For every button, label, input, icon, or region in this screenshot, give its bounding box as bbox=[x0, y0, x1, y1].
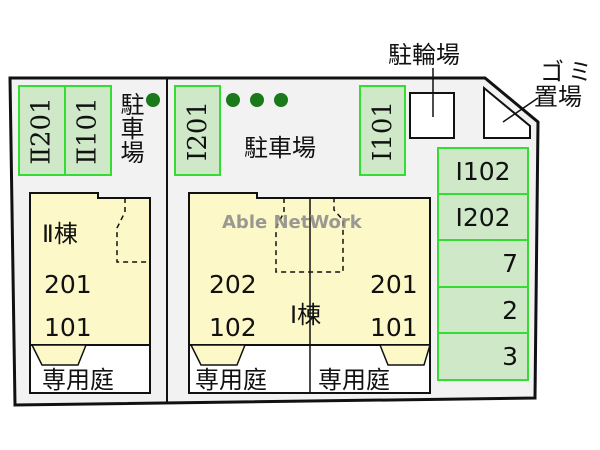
parking-label: Ⅱ101 bbox=[73, 96, 103, 165]
unit-number: 201 bbox=[44, 270, 92, 299]
garden-label: 専用庭 bbox=[318, 366, 390, 394]
parking-label: 2 bbox=[502, 295, 518, 325]
garden-label: 専用庭 bbox=[42, 366, 114, 394]
right-parking-column bbox=[437, 147, 529, 381]
building-1-label: Ⅰ棟 bbox=[290, 301, 322, 329]
parking-label: Ⅰ102 bbox=[455, 156, 511, 186]
unit-number: 101 bbox=[370, 313, 418, 342]
parking-space bbox=[18, 85, 66, 176]
garden-label: 専用庭 bbox=[195, 366, 267, 394]
unit-number: 101 bbox=[44, 313, 92, 342]
parking-label: 3 bbox=[502, 341, 518, 371]
watermark: Able NetWork bbox=[222, 212, 362, 233]
parking-label: Ⅱ201 bbox=[27, 96, 57, 165]
unit-number: 201 bbox=[370, 270, 418, 299]
parking-label: Ⅰ202 bbox=[455, 202, 511, 232]
tree-icon bbox=[226, 93, 240, 107]
tree-icon bbox=[274, 93, 288, 107]
bicycle-parking-area bbox=[409, 92, 455, 139]
tree-icon bbox=[250, 93, 264, 107]
garbage-label-2: 置場 bbox=[534, 83, 582, 111]
building-2-label: Ⅱ棟 bbox=[42, 220, 78, 248]
unit-number: 102 bbox=[209, 313, 257, 342]
parking-space bbox=[359, 85, 406, 176]
tree-icon bbox=[146, 93, 160, 107]
parking-label: 7 bbox=[502, 248, 518, 278]
garbage-label-1: ゴミ bbox=[540, 58, 596, 86]
parking-space bbox=[174, 85, 221, 176]
parking-label: Ⅰ101 bbox=[367, 100, 398, 161]
parking-label: Ⅰ201 bbox=[182, 100, 213, 161]
unit-number: 202 bbox=[209, 270, 257, 299]
parking-space bbox=[64, 85, 112, 176]
bicycle-parking-label: 駐輪場 bbox=[388, 41, 460, 69]
parking-label-vertical: 駐車場 bbox=[116, 92, 144, 164]
parking-label-center: 駐車場 bbox=[244, 134, 316, 162]
